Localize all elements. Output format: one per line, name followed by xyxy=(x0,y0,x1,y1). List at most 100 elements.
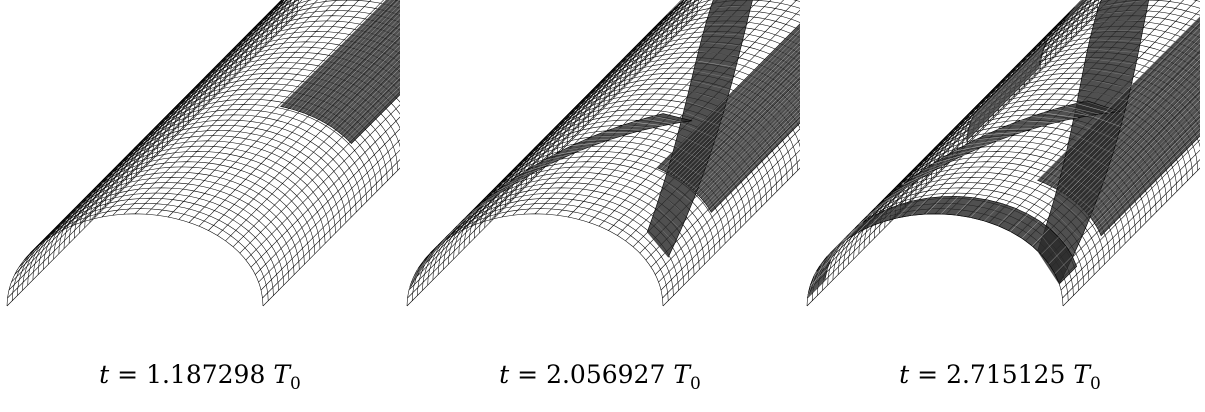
hatch-line xyxy=(317,35,400,120)
mesh-line-longitudinal xyxy=(1060,149,1200,291)
hatch-line xyxy=(812,262,824,287)
mesh-line-circumferential xyxy=(131,88,388,181)
hatch-line xyxy=(1074,74,1200,202)
hatch-line xyxy=(571,142,603,146)
hatch-line xyxy=(314,31,400,118)
hatch-line xyxy=(1062,53,1200,193)
hatch-line xyxy=(660,28,800,170)
hatch-line xyxy=(693,83,800,192)
hatch-line xyxy=(1054,195,1088,225)
hatch-line xyxy=(280,0,387,107)
mesh-line-circumferential xyxy=(1024,0,1200,88)
hatch-line xyxy=(532,158,562,167)
hatch-line xyxy=(826,238,845,257)
hatch-line xyxy=(514,168,542,179)
hatch-line xyxy=(940,196,959,215)
hatch-line xyxy=(1062,53,1200,193)
hatch-line xyxy=(1082,89,1200,209)
hatch-line xyxy=(1054,256,1073,274)
refined-mesh-zones xyxy=(807,0,1200,298)
hatch-line xyxy=(1079,88,1128,102)
refined-mesh-zones xyxy=(408,0,800,290)
hatch-line xyxy=(1019,120,1056,123)
hatch-line xyxy=(686,101,724,114)
hatch-line xyxy=(964,139,1000,146)
hatch-line xyxy=(674,145,708,164)
hatch-line xyxy=(561,145,592,151)
mesh-line-circumferential xyxy=(27,192,284,286)
hatch-line xyxy=(294,3,400,111)
hatch-line xyxy=(1021,220,1040,239)
mesh-line-circumferential xyxy=(125,93,383,187)
hatch-line xyxy=(287,0,396,109)
hatch-line xyxy=(1051,37,1200,187)
hatch-line xyxy=(693,83,800,192)
mesh-line-circumferential xyxy=(53,166,310,260)
hatch-line xyxy=(691,79,800,190)
hatch-line xyxy=(1037,250,1060,285)
hatch-line xyxy=(696,60,736,68)
mesh-line-circumferential xyxy=(250,0,283,61)
hatch-line xyxy=(967,61,1040,136)
hatch-line xyxy=(1044,27,1200,184)
mesh-line-circumferential xyxy=(629,0,700,82)
hatch-line xyxy=(689,75,800,188)
hatch-line xyxy=(1074,74,1200,202)
hatch-line xyxy=(1089,104,1200,217)
mesh-line-longitudinal xyxy=(258,139,400,283)
hatch-line xyxy=(669,41,800,174)
hatch-line xyxy=(1061,0,1088,27)
hatch-line xyxy=(966,64,1040,138)
hatch-line xyxy=(819,248,838,267)
hatch-line xyxy=(1076,103,1110,113)
hatch-line xyxy=(677,54,800,179)
hatch-line xyxy=(339,72,400,134)
hatch-line xyxy=(664,181,693,203)
mesh-line-longitudinal xyxy=(1062,167,1200,307)
hatch-line xyxy=(682,62,800,182)
hatch-line xyxy=(807,279,826,297)
cylindrical-shell-mesh-2 xyxy=(406,0,800,307)
hatch-line xyxy=(997,128,1034,130)
hatch-line xyxy=(823,244,839,269)
hatch-line xyxy=(807,279,826,297)
hatch-line xyxy=(829,236,847,260)
hatch-line xyxy=(968,55,1042,129)
mesh-line-circumferential xyxy=(99,119,357,213)
hatch-line xyxy=(689,75,800,188)
hatch-line xyxy=(456,209,478,227)
hatch-line xyxy=(1082,89,1200,209)
hatch-line xyxy=(836,228,856,251)
hatch-line xyxy=(826,238,845,257)
hatch-line xyxy=(667,169,698,190)
hatch-line xyxy=(1081,77,1131,89)
mesh-line-circumferential xyxy=(406,213,664,307)
hatch-line xyxy=(1061,0,1088,27)
hatch-line xyxy=(1084,94,1200,211)
hatch-line xyxy=(970,48,1044,122)
hatch-line xyxy=(1094,118,1200,225)
hatch-line xyxy=(660,28,800,170)
hatch-line xyxy=(329,54,400,126)
hatch-line xyxy=(866,197,892,217)
hatch-line xyxy=(1075,109,1121,127)
hatch-line xyxy=(925,196,944,215)
hatch-line xyxy=(912,165,944,178)
cylindrical-shell-mesh-3 xyxy=(806,0,1200,307)
hatch-line xyxy=(883,183,912,201)
hatch-line xyxy=(1071,69,1200,199)
hatch-line xyxy=(835,230,854,248)
hatch-line xyxy=(1051,37,1200,187)
hatch-line xyxy=(922,159,955,171)
mesh-line-circumferential xyxy=(624,0,800,88)
hatch-line xyxy=(813,258,832,276)
hatch-line xyxy=(297,8,400,112)
mesh-line-circumferential xyxy=(650,0,683,61)
hatch-line xyxy=(893,177,923,193)
hatch-line xyxy=(845,222,864,241)
hatch-line xyxy=(883,183,912,201)
hatch-line xyxy=(342,76,400,136)
hatch-line xyxy=(523,163,552,173)
hatch-line xyxy=(1068,63,1200,197)
hatch-line xyxy=(346,85,400,140)
